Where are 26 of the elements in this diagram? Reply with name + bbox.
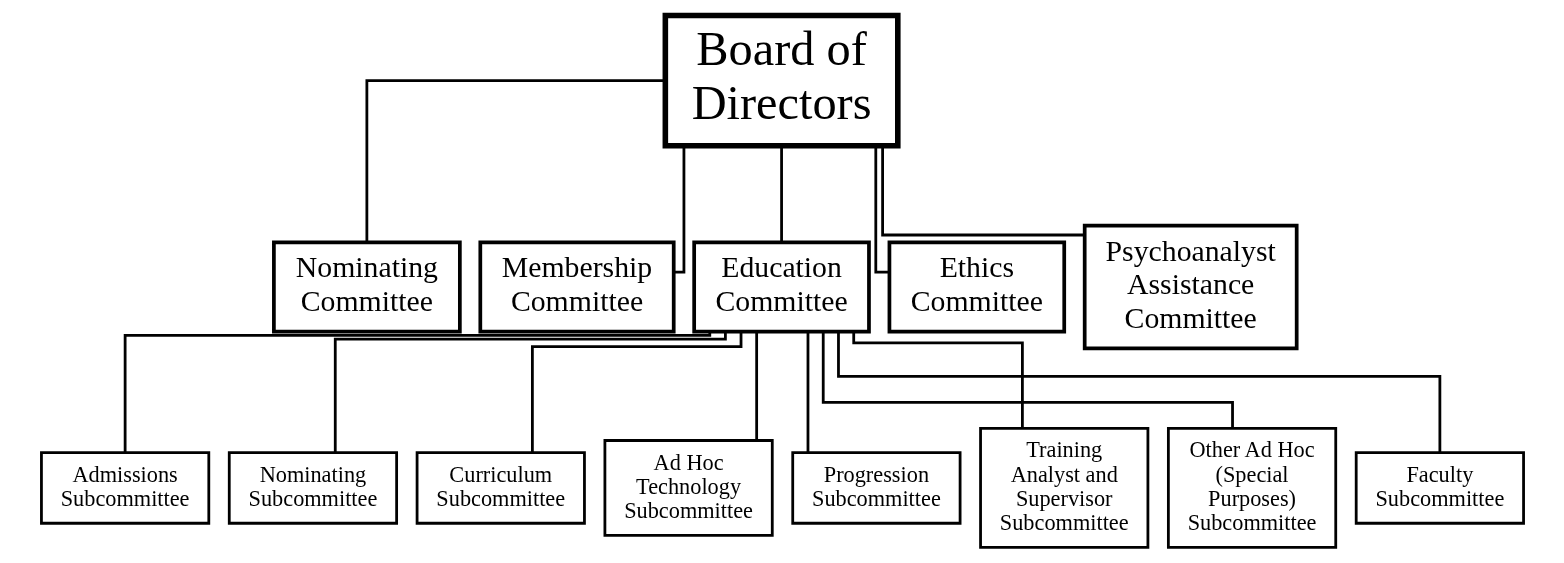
connector — [806, 332, 809, 453]
node-box: Nominating Subcommittee — [227, 451, 398, 525]
node-box: Progression Subcommittee — [790, 451, 961, 525]
node-box: Education Committee — [691, 240, 871, 334]
node-box: Other Ad Hoc (Special Purposes) Subcommittee — [1166, 427, 1337, 549]
connector — [754, 332, 758, 441]
node-box: Admissions Subcommittee — [39, 451, 210, 525]
connector — [873, 146, 889, 274]
connector — [333, 331, 727, 452]
node-box: Membership Committee — [477, 240, 676, 334]
connector — [123, 331, 711, 453]
node-box: Psychoanalyst Assistance Committee — [1082, 223, 1299, 351]
connector — [364, 79, 665, 243]
connector — [880, 146, 1085, 237]
node-box: Nominating Committee — [271, 240, 462, 334]
node-box: Faculty Subcommittee — [1354, 451, 1525, 525]
connector — [779, 145, 783, 243]
connector — [530, 332, 742, 453]
node-box: Ethics Committee — [887, 240, 1066, 334]
connector — [851, 332, 1024, 429]
node-box: Board of Directors — [662, 12, 901, 149]
node-box: Curriculum Subcommittee — [415, 451, 586, 525]
node-box: Ad Hoc Technology Subcommittee — [603, 439, 774, 537]
node-box: Training Analyst and Supervisor Subcommittee — [978, 427, 1149, 549]
connector — [836, 332, 1441, 452]
connector — [673, 146, 685, 274]
